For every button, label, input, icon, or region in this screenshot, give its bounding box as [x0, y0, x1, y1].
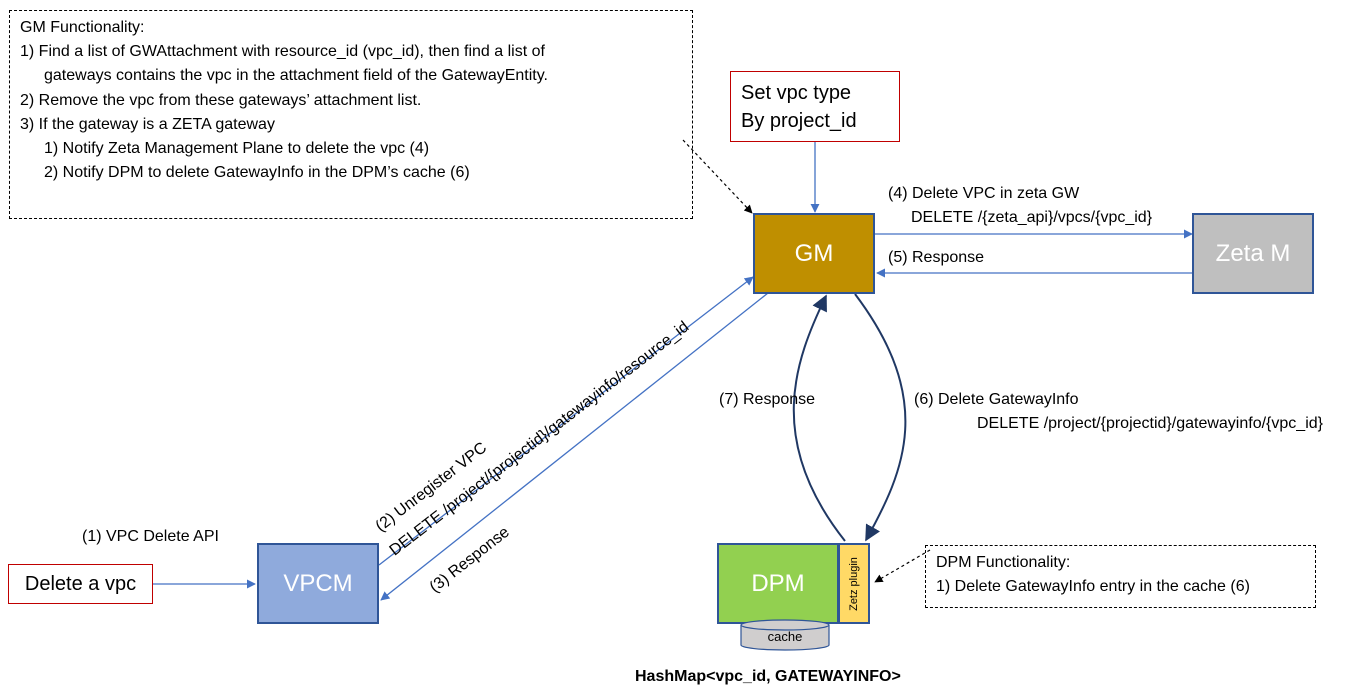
gm-note-line: 2) Notify DPM to delete GatewayInfo in t…	[44, 164, 470, 181]
dpm-note-title: DPM Functionality:	[936, 554, 1071, 571]
edge6-label-title: (6) Delete GatewayInfo	[914, 391, 1079, 408]
delete-a-vpc-label: Delete a vpc	[24, 572, 137, 595]
gm-note-line: 1) Notify Zeta Management Plane to delet…	[44, 140, 430, 157]
vpcm-node: VPCM	[257, 543, 379, 624]
edge4-label-request: DELETE /{zeta_api}/vpcs/{vpc_id}	[911, 209, 1153, 226]
edge6-label-request: DELETE /project/{projectid}/gatewayinfo/…	[977, 415, 1323, 432]
arrow-gm-to-vpcm	[380, 292, 769, 601]
edge1-label: (1) VPC Delete API	[82, 528, 219, 545]
zetz-plugin: Zetz plugin	[838, 543, 870, 624]
edge7-label: (7) Response	[719, 391, 816, 408]
gm-note-line: 3) If the gateway is a ZETA gateway	[20, 116, 275, 133]
gm-note-line: 1) Find a list of GWAttachment with reso…	[20, 43, 545, 60]
gm-functionality-note	[9, 10, 693, 219]
cache-label: cache	[767, 629, 803, 644]
arrow-gm-to-dpm	[854, 293, 907, 542]
edge4-label-title: (4) Delete VPC in zeta GW	[888, 185, 1080, 202]
arrow-vpcm-to-gm	[378, 276, 754, 566]
pointer-dpmnote-to-plugin	[874, 549, 931, 583]
set-vpc-type-box: Set vpc type By project_id	[730, 71, 900, 142]
gm-node: GM	[753, 213, 875, 294]
dpm-label: DPM	[751, 569, 805, 597]
zetz-plugin-label: Zetz plugin	[848, 556, 860, 611]
hashmap-caption: HashMap<vpc_id, GATEWAYINFO>	[635, 668, 901, 685]
gm-note-line: gateways contains the vpc in the attachm…	[44, 67, 548, 84]
zeta-m-node: Zeta M	[1192, 213, 1314, 294]
dpm-node: DPM	[717, 543, 839, 624]
gm-label: GM	[794, 239, 834, 267]
gm-note-title: GM Functionality:	[20, 19, 145, 36]
dpm-functionality-note	[925, 545, 1316, 608]
gm-note-line: 2) Remove the vpc from these gateways’ a…	[20, 92, 422, 109]
pointer-gmnote-to-gm	[682, 139, 753, 214]
vpcm-label: VPCM	[283, 569, 353, 597]
set-vpc-type-line1: Set vpc type	[741, 82, 852, 104]
zeta-m-label: Zeta M	[1215, 239, 1291, 267]
set-vpc-type-line2: By project_id	[741, 110, 857, 132]
delete-a-vpc-box: Delete a vpc	[8, 564, 153, 604]
edge5-label: (5) Response	[888, 249, 985, 266]
dpm-note-line: 1) Delete GatewayInfo entry in the cache…	[936, 578, 1250, 595]
arrow-dpm-to-gm	[792, 294, 846, 542]
